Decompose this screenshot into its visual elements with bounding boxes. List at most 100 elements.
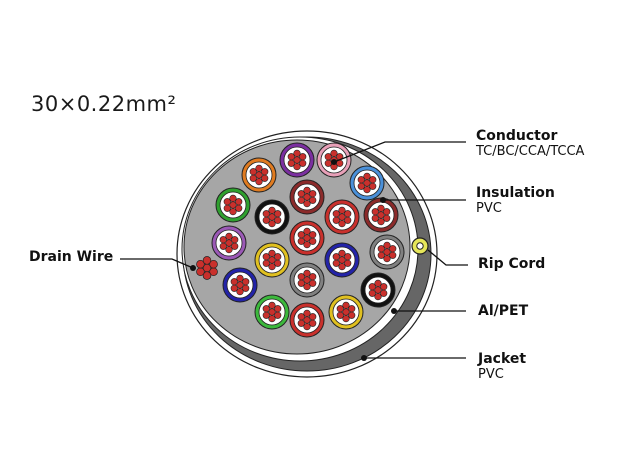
conductor-strand [236, 274, 244, 283]
conductor-strand [249, 174, 257, 182]
rip-cord [411, 237, 429, 255]
insulated-core [279, 142, 315, 178]
conductor-strand [377, 218, 385, 226]
insulated-core [254, 242, 290, 278]
conductor-strand [293, 149, 301, 157]
conductor-strand [348, 305, 356, 313]
conductor-strand [225, 232, 233, 240]
conductor-strand [230, 278, 238, 286]
insulated-core [241, 157, 277, 193]
conductor-strand [368, 283, 376, 291]
conductor-label-detail: TC/BC/CCA/TCCA [476, 144, 585, 159]
conductor-strand [262, 216, 270, 224]
insulated-core [215, 187, 251, 223]
conductor-strand [242, 278, 250, 286]
jacket-leader-dot [361, 355, 367, 361]
conductor-strand [357, 176, 365, 184]
drain-wire-strand [202, 256, 212, 265]
insulated-core [328, 294, 364, 330]
conductor-strand [330, 149, 338, 157]
insulation-label: Insulation PVC [476, 186, 555, 217]
conductor-strand [344, 210, 352, 218]
conductor-strand [303, 227, 311, 235]
conductor-strand [303, 269, 311, 278]
insulated-core [289, 179, 325, 215]
conductor-strand [309, 313, 317, 321]
conductor-strand [262, 311, 270, 319]
conductor-strand [303, 309, 311, 318]
conductor-strand [389, 245, 397, 253]
conductor-strand [383, 255, 391, 263]
conductor-strand [377, 204, 385, 212]
rip-cord-label: Rip Cord [478, 257, 545, 272]
jacket-label-detail: PVC [478, 367, 504, 382]
conductor-strand [219, 236, 227, 244]
conductor-strand [297, 237, 305, 245]
conductor-strand [338, 206, 346, 214]
conductor-strand [377, 245, 385, 253]
conductor-strand [297, 273, 305, 281]
insulation-label-detail: PVC [476, 201, 502, 216]
drain-wire-strand [209, 259, 218, 269]
conductor-strand [299, 153, 307, 161]
core-group [211, 142, 405, 338]
conductor-strand [229, 208, 237, 216]
conductor-strand [231, 236, 239, 244]
conductor-strand [332, 253, 340, 261]
conductor-strand [338, 220, 346, 228]
al-pet-leader-dot [391, 308, 397, 314]
insulated-core [349, 165, 385, 201]
conductor-strand [309, 190, 317, 198]
conductor-strand [338, 249, 346, 257]
conductor-strand [230, 284, 238, 292]
insulated-core [222, 267, 258, 303]
conductor-strand [274, 305, 282, 313]
conductor-strand [262, 253, 270, 261]
conductor-strand [249, 168, 257, 176]
drain-wire-strand [196, 259, 205, 269]
conductor-strand [268, 249, 276, 257]
conductor-strand [235, 198, 243, 206]
conductor-strand [274, 253, 282, 261]
conductor-strand [262, 210, 270, 218]
conductor-label-name: Conductor [476, 128, 558, 144]
insulated-core [289, 220, 325, 256]
conductor-strand [336, 311, 344, 319]
conductor-label: Conductor TC/BC/CCA/TCCA [476, 128, 585, 160]
jacket-label: Jacket PVC [478, 352, 526, 383]
al-pet-label-name: Al/PET [478, 303, 529, 319]
conductor-strand [342, 315, 350, 323]
drain-wire-strand [196, 267, 205, 277]
drain-wire-strand [202, 271, 212, 280]
insulated-core [369, 234, 405, 270]
insulated-core [254, 294, 290, 330]
drain-wire-leader-dot [190, 265, 196, 271]
conductor-strand [369, 176, 377, 184]
conductor-strand [344, 253, 352, 261]
drain-wire-leader-line [120, 258, 194, 269]
conductor-strand [324, 159, 332, 167]
rip-cord-leader-line [427, 249, 468, 266]
insulated-core [324, 199, 360, 235]
conductor-strand [297, 231, 305, 239]
conductor-strand [268, 301, 276, 310]
conductor-strand [255, 178, 263, 186]
rip-cord-label-name: Rip Cord [478, 256, 546, 272]
conductor-strand [380, 283, 388, 291]
conductor-strand [303, 241, 311, 249]
drain-wire-label: Drain Wire [29, 249, 114, 265]
conductor-strand [297, 313, 305, 321]
conductor-strand [297, 196, 305, 204]
conductor-strand [293, 163, 301, 171]
conductor-strand [297, 319, 305, 327]
conductor-strand [223, 204, 231, 212]
conductor-strand [303, 283, 311, 291]
insulated-core [363, 197, 399, 233]
conductor-strand [374, 279, 382, 288]
conductor-strand [297, 279, 305, 287]
insulation-leader-dot [380, 197, 386, 203]
insulated-core [254, 199, 290, 235]
insulated-core [211, 225, 247, 261]
conductor-strand [371, 214, 379, 222]
